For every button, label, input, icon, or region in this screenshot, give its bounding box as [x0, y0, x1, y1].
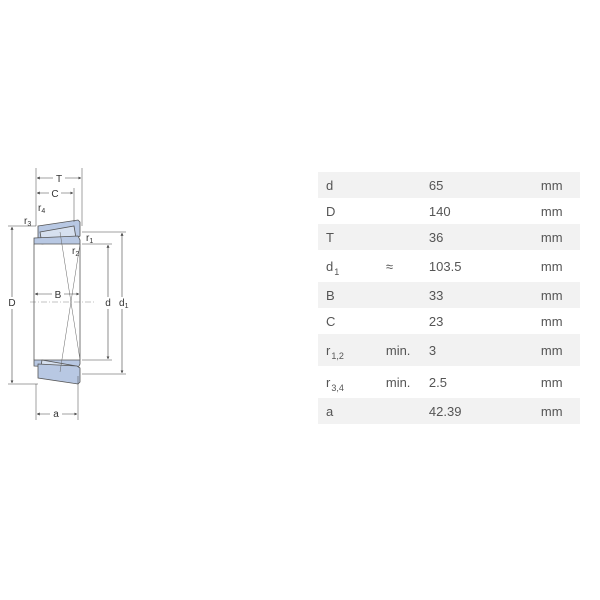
spec-symbol: d: [318, 172, 386, 198]
label-r4: r4: [38, 203, 45, 215]
spec-row-r34: r3,4 min. 2.5 mm: [318, 366, 580, 398]
spec-unit: mm: [540, 313, 563, 329]
spec-value: 65: [428, 172, 541, 198]
spec-symbol: T: [318, 224, 386, 250]
label-r2: r2: [72, 246, 79, 258]
spec-value: 140: [428, 203, 451, 219]
spec-row-d1: d1 ≈ 103.5 mm: [318, 250, 580, 282]
spec-value: 33: [428, 282, 541, 308]
spec-row-d: d 65 mm: [318, 172, 580, 198]
label-r3: r3: [24, 216, 31, 228]
label-C: C: [51, 189, 58, 200]
label-d1: d1: [119, 298, 129, 310]
spec-value: 42.39: [428, 398, 541, 424]
spec-symbol: D: [326, 203, 336, 219]
spec-symbol: a: [318, 398, 386, 424]
spec-qualifier: [385, 398, 429, 424]
spec-qualifier: [385, 282, 429, 308]
spec-unit: mm: [540, 282, 580, 308]
spec-row-r12: r1,2 min. 3 mm: [318, 334, 580, 366]
upper-bearing-section: [33, 219, 81, 245]
spec-row-D: D 140 mm: [318, 198, 580, 224]
label-T: T: [56, 174, 62, 185]
spec-qualifier: min.: [385, 334, 429, 366]
spec-unit: mm: [540, 374, 563, 390]
spec-qualifier: ≈: [385, 258, 393, 274]
label-B: B: [55, 290, 62, 301]
spec-unit: mm: [540, 172, 580, 198]
spec-unit: mm: [540, 258, 563, 274]
spec-unit: mm: [540, 334, 580, 366]
spec-value: 23: [428, 313, 444, 329]
spec-unit: mm: [540, 203, 563, 219]
lower-outer-ring: [37, 363, 81, 385]
label-a: a: [53, 409, 59, 420]
spec-value: 103.5: [428, 258, 462, 274]
spec-row-a: a 42.39 mm: [318, 398, 580, 424]
spec-value: 2.5: [428, 374, 447, 390]
spec-symbol: r1,2: [318, 334, 386, 366]
spec-qualifier: [385, 172, 429, 198]
upper-inner-ring: [33, 235, 81, 245]
spec-row-T: T 36 mm: [318, 224, 580, 250]
spec-symbol: C: [326, 313, 336, 329]
label-D: D: [8, 298, 15, 309]
contact-line-bottom: [59, 243, 81, 373]
spec-row-C: C 23 mm: [318, 308, 580, 334]
spec-row-B: B 33 mm: [318, 282, 580, 308]
contact-line-top: [59, 231, 81, 361]
bearing-cross-section-drawing: T C B a D d d1 r3 r4 r1 r2: [8, 168, 129, 420]
spec-value: 3: [428, 334, 541, 366]
spec-symbol: r3,4: [326, 374, 344, 393]
specification-table: d 65 mm D 140 mm T 36 mm d1 ≈ 103.5 mm B…: [318, 172, 580, 424]
spec-unit: mm: [540, 398, 580, 424]
spec-value: 36: [428, 224, 541, 250]
spec-symbol: d1: [326, 258, 340, 277]
label-d: d: [105, 298, 111, 309]
spec-symbol: B: [318, 282, 386, 308]
spec-qualifier: min.: [385, 374, 411, 390]
spec-qualifier: [385, 224, 429, 250]
lower-bearing-section: [33, 359, 81, 385]
spec-qualifier: [386, 308, 429, 334]
label-r1: r1: [86, 233, 93, 245]
spec-unit: mm: [540, 224, 580, 250]
spec-qualifier: [386, 198, 429, 224]
